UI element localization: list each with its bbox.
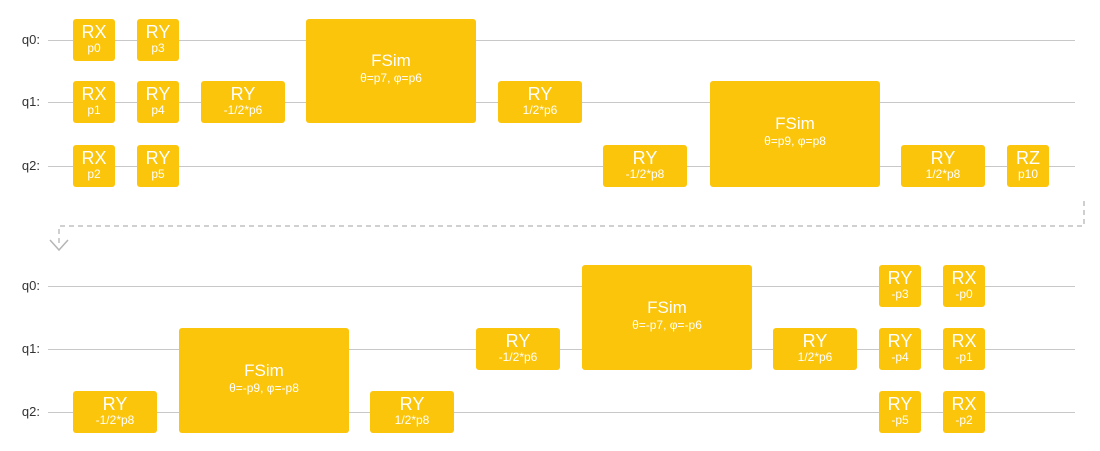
gate-name: RY — [102, 394, 128, 414]
qubit-wire-1-2 — [48, 412, 1075, 413]
gate-name: RX — [81, 84, 107, 104]
gate-name: RY — [505, 331, 531, 351]
qubit-wire-1-1 — [48, 349, 1075, 350]
qubit-wire-0-0 — [48, 40, 1075, 41]
gate-name: RY — [887, 394, 913, 414]
gate-name: RY — [632, 148, 658, 168]
qubit-label: q0: — [21, 32, 40, 47]
gate-ry[interactable]: RY-1/2*p8 — [73, 391, 157, 433]
qubit-label: q2: — [21, 404, 40, 419]
qubit-label: q0: — [21, 278, 40, 293]
gate-name: FSim — [244, 360, 284, 380]
wrap-arrow-head — [49, 239, 69, 252]
gate-param: p3 — [151, 41, 165, 55]
gate-name: RY — [145, 148, 171, 168]
gate-param: -p4 — [891, 350, 909, 364]
gate-name: RY — [145, 22, 171, 42]
gate-name: RZ — [1016, 148, 1040, 168]
qubit-label: q1: — [21, 341, 40, 356]
gate-ry[interactable]: RY-p5 — [879, 391, 921, 433]
gate-param: θ=-p7, φ=-p6 — [632, 317, 702, 332]
gate-param: 1/2*p6 — [522, 103, 558, 117]
gate-name: FSim — [775, 114, 815, 133]
gate-param: -p5 — [891, 413, 909, 427]
gate-param: p10 — [1017, 167, 1039, 181]
qubit-wire-0-2 — [48, 166, 1075, 167]
gate-ry[interactable]: RY-1/2*p6 — [201, 81, 285, 123]
gate-param: 1/2*p6 — [797, 350, 833, 364]
gate-rx[interactable]: RX-p2 — [943, 391, 985, 433]
gate-name: RY — [887, 268, 913, 288]
gate-name: FSim — [647, 297, 687, 317]
gate-param: p2 — [87, 167, 101, 181]
wrap-arrow-line — [58, 201, 1085, 246]
gate-param: p1 — [87, 103, 101, 117]
qubit-wire-1-0 — [48, 286, 1075, 287]
gate-rx[interactable]: RX-p1 — [943, 328, 985, 370]
gate-param: -1/2*p8 — [625, 167, 665, 181]
gate-param: -p3 — [891, 287, 909, 301]
gate-ry[interactable]: RY-1/2*p6 — [476, 328, 560, 370]
gate-name: RY — [887, 331, 913, 351]
gate-name: RY — [802, 331, 828, 351]
gate-name: FSim — [371, 51, 411, 70]
gate-param: -1/2*p8 — [95, 413, 135, 427]
gate-param: -p0 — [955, 287, 973, 301]
gate-param: p0 — [87, 41, 101, 55]
gate-name: RY — [230, 84, 256, 104]
gate-name: RX — [81, 22, 107, 42]
gate-param: 1/2*p8 — [394, 413, 430, 427]
gate-param: -p2 — [955, 413, 973, 427]
gate-param: -1/2*p6 — [223, 103, 263, 117]
gate-param: -p1 — [955, 350, 973, 364]
gate-name: RX — [951, 268, 977, 288]
gate-name: RX — [81, 148, 107, 168]
gate-ry[interactable]: RY-p4 — [879, 328, 921, 370]
gate-ry[interactable]: RY-1/2*p8 — [603, 145, 687, 187]
gate-param: p4 — [151, 103, 165, 117]
gate-name: RY — [527, 84, 553, 104]
gate-name: RY — [399, 394, 425, 414]
qubit-label: q1: — [21, 94, 40, 109]
gate-param: p5 — [151, 167, 165, 181]
gate-param: θ=-p9, φ=-p8 — [229, 380, 299, 395]
gate-param: 1/2*p8 — [925, 167, 961, 181]
gate-name: RX — [951, 394, 977, 414]
gate-param: θ=p9, φ=p8 — [764, 134, 826, 148]
gate-param: -1/2*p6 — [498, 350, 538, 364]
gate-name: RY — [930, 148, 956, 168]
gate-param: θ=p7, φ=p6 — [360, 71, 422, 85]
gate-rx[interactable]: RX-p0 — [943, 265, 985, 307]
gate-name: RX — [951, 331, 977, 351]
gate-ry[interactable]: RY-p3 — [879, 265, 921, 307]
qubit-label: q2: — [21, 158, 40, 173]
gate-name: RY — [145, 84, 171, 104]
